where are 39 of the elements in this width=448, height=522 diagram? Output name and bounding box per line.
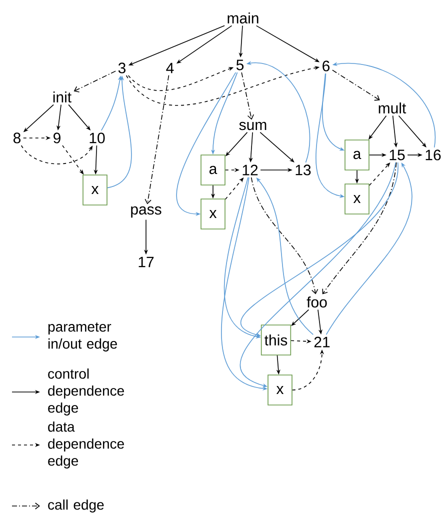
legend-text: parameter in/out edge — [48, 322, 117, 352]
arrow — [322, 162, 397, 294]
node-label: 12 — [242, 164, 258, 176]
node-label: pass — [131, 206, 162, 218]
variable-box: x — [82, 174, 108, 206]
node-label: 6 — [322, 60, 330, 72]
node-label: 16 — [426, 150, 441, 160]
node-label: 21 — [314, 336, 330, 348]
arrow — [332, 70, 380, 101]
node-label: foo — [306, 296, 327, 308]
arrow — [250, 177, 318, 294]
node-label: main — [228, 12, 258, 24]
variable-box: a — [200, 154, 226, 186]
node-label: init — [53, 92, 72, 102]
node-label: 8 — [14, 132, 21, 144]
node-label: 5 — [236, 60, 244, 70]
node-label: 10 — [90, 132, 105, 144]
node-label: 13 — [296, 164, 311, 176]
legend-text: call edge — [48, 499, 104, 513]
variable-box: a — [344, 140, 370, 170]
arrow — [20, 145, 93, 164]
arrow — [240, 162, 396, 388]
node-label: mult — [378, 102, 406, 114]
node-label: 17 — [138, 256, 154, 268]
arrow — [398, 115, 426, 148]
arrow — [241, 72, 254, 120]
variable-box: x — [200, 198, 226, 230]
node-label: 9 — [54, 132, 60, 144]
variable-box: this — [260, 324, 292, 356]
node-label: 3 — [118, 62, 126, 74]
arrow — [74, 70, 116, 92]
node-label: 15 — [390, 150, 405, 160]
node-label: sum — [239, 122, 266, 130]
variable-box: x — [344, 184, 370, 214]
arrow — [144, 74, 170, 204]
node-label: 4 — [166, 62, 174, 74]
arrow — [260, 132, 294, 162]
legend-text: data dependence edge — [48, 421, 124, 469]
variable-box: x — [268, 374, 292, 406]
